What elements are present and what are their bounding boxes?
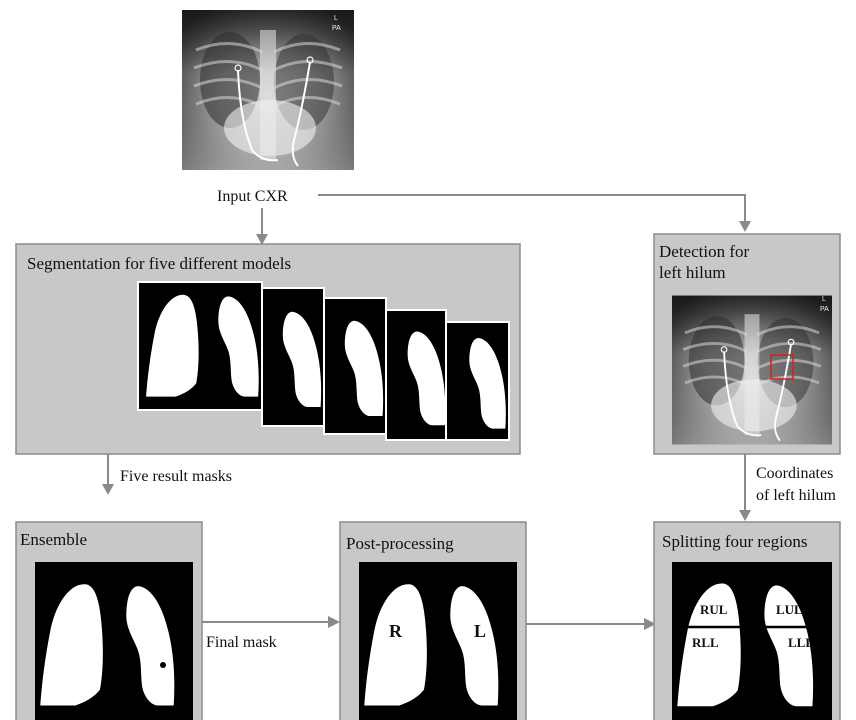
region-lll: LLL [788,635,814,650]
ensemble-title: Ensemble [20,530,87,549]
model-mask-4 [386,310,446,440]
detection-title-line1: Detection for [659,242,749,261]
arrow-input-to-detection [318,195,751,232]
left-lung-label: L [474,621,486,641]
postprocessing-title: Post-processing [346,534,454,553]
arrow-ensemble-to-postprocessing [202,616,340,628]
region-rul: RUL [700,602,728,617]
model-mask-1 [138,282,262,410]
five-result-masks-label: Five result masks [120,468,232,485]
arrow-postprocessing-to-splitting [526,618,656,630]
splitting-box: Splitting four regions RUL LUL RLL LLL [654,522,840,720]
arrow-detection-to-splitting [739,454,751,521]
splitting-title: Splitting four regions [662,532,807,551]
svg-text:PA: PA [820,306,829,313]
postprocessing-box: Post-processing R L [340,522,526,720]
input-cxr-label: Input CXR [217,188,288,205]
segmentation-box: Segmentation for five different models [16,244,520,454]
detection-xray-image: L PA [672,296,832,445]
coordinates-label-line1: Coordinates [756,465,833,482]
model-mask-2 [262,288,324,426]
postprocessing-mask: R L [359,562,517,720]
input-xray-image: L PA [182,10,354,170]
ensemble-box: Ensemble [16,522,202,720]
segmentation-title: Segmentation for five different models [27,254,291,273]
detection-box: Detection for left hilum L PA [654,234,840,454]
model-mask-3 [324,298,386,434]
arrow-input-to-segmentation [256,208,268,245]
region-lul: LUL [776,602,803,617]
detection-title-line2: left hilum [659,263,726,282]
region-rll: RLL [692,635,719,650]
final-mask-label: Final mask [206,634,277,651]
right-lung-label: R [389,621,403,641]
xray-tag-pa: PA [332,25,341,32]
coordinates-label-line2: of left hilum [756,487,837,504]
arrow-segmentation-to-ensemble [102,454,114,495]
xray-tag-l: L [334,15,338,22]
ensemble-mask [35,562,193,720]
splitting-mask: RUL LUL RLL LLL [672,562,832,720]
model-mask-5 [446,322,509,440]
svg-text:L: L [822,296,826,303]
